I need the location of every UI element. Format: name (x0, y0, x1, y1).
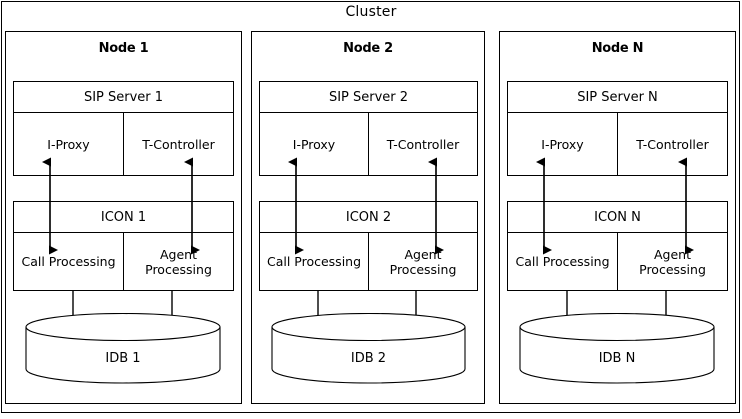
database-cylinder-n: IDB N (519, 312, 715, 388)
sip-server-box-2: SIP Server 2 I-Proxy T-Controller (259, 81, 478, 176)
icon-cell-call-processing-2: Call Processing (266, 254, 362, 269)
node-panel-2: Node 2 SIP Server 2 I-Proxy T-Controller… (251, 31, 485, 404)
sip-server-box-1: SIP Server 1 I-Proxy T-Controller (13, 81, 234, 176)
icon-cell-agent-processing-n: Agent Processing (617, 233, 727, 290)
icon-box-1: ICON 1 Call Processing Agent Processing (13, 201, 234, 291)
icon-cell-agent-processing-2: Agent Processing (368, 233, 477, 290)
sip-server-header-1: SIP Server 1 (14, 82, 233, 113)
icon-header-1: ICON 1 (14, 202, 233, 233)
database-label-n: IDB N (598, 351, 636, 366)
sip-server-cell-tcontroller-1: T-Controller (123, 113, 233, 175)
database-label-1: IDB 1 (105, 351, 141, 366)
icon-header-n: ICON N (508, 202, 727, 233)
database-label-2: IDB 2 (350, 351, 387, 366)
cylinder-shape-n (519, 312, 715, 384)
icon-header-2: ICON 2 (260, 202, 477, 233)
database-cylinder-1: IDB 1 (25, 312, 221, 388)
node-panel-n: Node N SIP Server N I-Proxy T-Controller… (499, 31, 736, 404)
icon-box-2: ICON 2 Call Processing Agent Processing (259, 201, 478, 291)
node-title-1: Node 1 (98, 41, 149, 56)
sip-server-header-n: SIP Server N (508, 82, 727, 113)
cylinder-shape-1 (25, 312, 221, 384)
sip-server-cells-1: I-Proxy T-Controller (14, 113, 233, 175)
icon-cell-agent-processing-1: Agent Processing (123, 233, 233, 290)
icon-cells-2: Call Processing Agent Processing (260, 233, 477, 290)
icon-cell-call-processing-n: Call Processing (515, 254, 610, 269)
sip-server-cell-iproxy-1: I-Proxy (47, 136, 90, 152)
database-cylinder-2: IDB 2 (271, 312, 466, 388)
sip-server-cell-iproxy-n: I-Proxy (541, 136, 584, 152)
cylinder-shape-2 (271, 312, 466, 384)
node-title-n: Node N (591, 41, 644, 56)
cluster-title: Cluster (345, 4, 397, 20)
sip-server-cell-tcontroller-n: T-Controller (617, 113, 727, 175)
icon-cells-1: Call Processing Agent Processing (14, 233, 233, 290)
icon-cells-n: Call Processing Agent Processing (508, 233, 727, 290)
cluster-frame (1, 1, 740, 413)
sip-server-box-n: SIP Server N I-Proxy T-Controller (507, 81, 728, 176)
sip-server-cell-tcontroller-2: T-Controller (368, 113, 477, 175)
icon-cell-call-processing-1: Call Processing (21, 254, 116, 269)
icon-box-n: ICON N Call Processing Agent Processing (507, 201, 728, 291)
sip-server-cells-2: I-Proxy T-Controller (260, 113, 477, 175)
sip-server-cell-iproxy-2: I-Proxy (292, 136, 336, 152)
node-panel-1: Node 1 SIP Server 1 I-Proxy T-Controller… (5, 31, 242, 404)
sip-server-cells-n: I-Proxy T-Controller (508, 113, 727, 175)
sip-server-header-2: SIP Server 2 (260, 82, 477, 113)
node-title-2: Node 2 (343, 41, 393, 56)
